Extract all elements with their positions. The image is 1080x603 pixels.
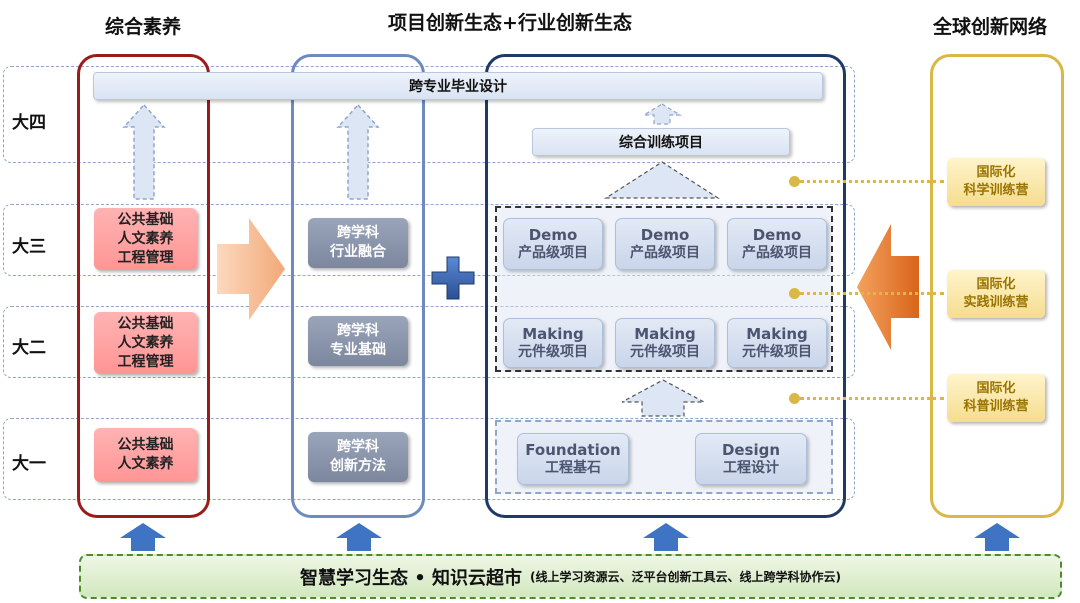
connector-line — [800, 397, 944, 400]
band-year2 — [3, 306, 855, 378]
up-arrow-small-icon — [642, 103, 682, 125]
year-label-3: 大三 — [12, 237, 46, 257]
right-arrow-icon — [217, 218, 285, 320]
general-line: 工程管理 — [117, 249, 174, 266]
camp-line: 实践训练营 — [963, 295, 1029, 310]
general-module-year2: 公共基础 人文素养 工程管理 — [94, 312, 197, 374]
up-arrow-left-icon — [122, 103, 166, 200]
camp-line: 科普训练营 — [963, 399, 1029, 414]
cross-line: 跨学科 — [337, 323, 379, 339]
cross-line: 跨学科 — [337, 225, 379, 241]
cross-line: 行业融合 — [330, 244, 386, 260]
general-line: 人文素养 — [117, 230, 174, 247]
general-line: 公共基础 — [117, 211, 174, 228]
camp-science: 国际化 科学训练营 — [947, 158, 1045, 206]
frame-cross-discipline — [291, 54, 425, 518]
general-line: 公共基础 — [117, 437, 174, 453]
making-project-3: Making 元件级项目 — [727, 318, 827, 368]
camp-line: 国际化 — [976, 165, 1016, 180]
general-line: 公共基础 — [117, 315, 174, 332]
frame-general-literacy — [77, 54, 210, 518]
project-cn: 产品级项目 — [742, 245, 812, 261]
project-cn: 元件级项目 — [630, 344, 700, 360]
project-en: Demo — [640, 226, 690, 244]
up-arrow-foundation-icon — [621, 379, 705, 417]
cross-line: 专业基础 — [330, 342, 386, 358]
general-line: 工程管理 — [117, 353, 174, 370]
project-en: Foundation — [525, 441, 621, 459]
demo-project-1: Demo 产品级项目 — [503, 218, 603, 270]
project-cn: 工程基石 — [545, 460, 601, 476]
comprehensive-project-bar: 综合训练项目 — [532, 128, 790, 156]
connector-dot — [789, 393, 800, 404]
frame-project-ecosystem — [485, 54, 846, 518]
up-arrow-middle-icon — [336, 103, 380, 200]
cross-module-year3: 跨学科 行业融合 — [308, 218, 408, 268]
general-module-year3: 公共基础 人文素养 工程管理 — [94, 208, 197, 270]
general-module-year1: 公共基础 人文素养 — [94, 428, 197, 482]
project-en: Demo — [528, 226, 578, 244]
band-year3 — [3, 204, 855, 276]
foundation-project: Foundation 工程基石 — [517, 433, 629, 485]
header-general-literacy: 综合素养 — [104, 16, 181, 38]
connector-line — [800, 180, 944, 183]
up-arrow-blue-icon — [120, 523, 166, 551]
connector-dot — [789, 176, 800, 187]
up-arrow-blue-icon — [974, 523, 1020, 551]
project-cn: 产品级项目 — [518, 245, 588, 261]
camp-line: 国际化 — [976, 277, 1016, 292]
demo-project-3: Demo 产品级项目 — [727, 218, 827, 270]
camp-outreach: 国际化 科普训练营 — [947, 374, 1045, 422]
connector-dot — [789, 288, 800, 299]
general-line: 人文素养 — [117, 456, 174, 472]
demo-project-2: Demo 产品级项目 — [615, 218, 715, 270]
cross-line: 创新方法 — [330, 458, 386, 474]
ecosystem-subtitle: (线上学习资源云、泛平台创新工具云、线上跨学科协作云) — [530, 570, 842, 584]
capstone-bar: 跨专业毕业设计 — [93, 72, 823, 100]
ecosystem-title: 智慧学习生态 • 知识云超市 — [299, 567, 523, 589]
camp-line: 国际化 — [976, 381, 1016, 396]
design-project: Design 工程设计 — [695, 433, 807, 485]
smart-learning-ecosystem-bar: 智慧学习生态 • 知识云超市 (线上学习资源云、泛平台创新工具云、线上跨学科协作… — [79, 554, 1062, 599]
project-cn: 工程设计 — [723, 460, 779, 476]
year-label-1: 大一 — [12, 454, 46, 474]
band-year4 — [3, 66, 855, 163]
project-cn: 产品级项目 — [630, 245, 700, 261]
camp-line: 科学训练营 — [963, 183, 1029, 198]
up-arrow-wide-icon — [604, 161, 720, 199]
cross-line: 跨学科 — [337, 439, 379, 455]
project-en: Design — [721, 441, 781, 459]
plus-icon — [431, 256, 475, 300]
making-project-2: Making 元件级项目 — [615, 318, 715, 368]
up-arrow-blue-icon — [643, 523, 689, 551]
camp-practice: 国际化 实践训练营 — [947, 270, 1045, 318]
frame-global-network — [930, 54, 1064, 518]
left-arrow-icon — [857, 224, 919, 350]
project-cn: 元件级项目 — [742, 344, 812, 360]
project-en: Making — [634, 325, 696, 343]
project-en: Demo — [752, 226, 802, 244]
up-arrow-blue-icon — [336, 523, 382, 551]
making-project-1: Making 元件级项目 — [503, 318, 603, 368]
year-label-4: 大四 — [12, 113, 46, 133]
project-en: Making — [522, 325, 584, 343]
project-cn: 元件级项目 — [518, 344, 588, 360]
year-label-2: 大二 — [12, 338, 46, 358]
general-line: 人文素养 — [117, 334, 174, 351]
header-global-network: 全球创新网络 — [932, 16, 1047, 38]
header-innovation-ecosystem: 项目创新生态+行业创新生态 — [388, 12, 632, 34]
connector-line — [800, 292, 944, 295]
project-en: Making — [746, 325, 808, 343]
cross-module-year1: 跨学科 创新方法 — [308, 432, 408, 482]
cross-module-year2: 跨学科 专业基础 — [308, 316, 408, 366]
band-year1 — [3, 418, 855, 500]
